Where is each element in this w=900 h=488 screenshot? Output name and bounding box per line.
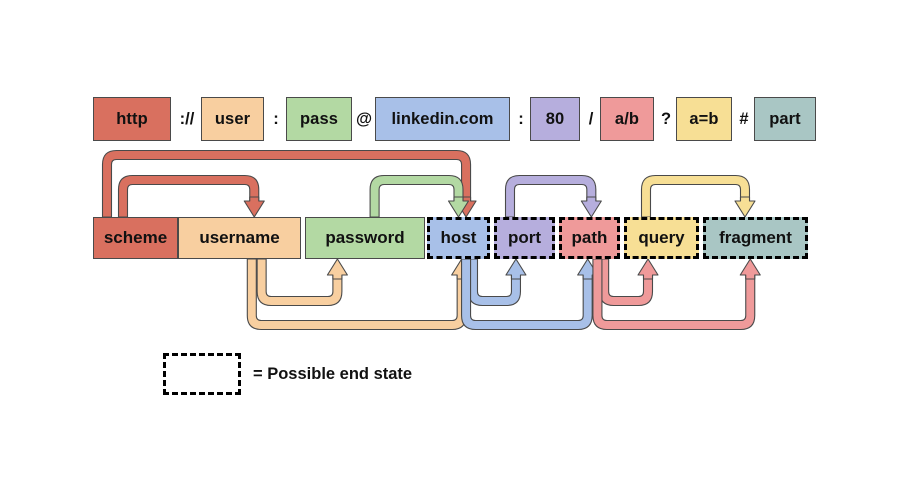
state-fragment: fragment	[703, 217, 808, 259]
username-value: user	[201, 97, 264, 141]
transition-host-to-port	[467, 258, 527, 307]
transition-host-to-path	[461, 258, 599, 331]
state-username: username	[178, 217, 301, 259]
state-path: path	[559, 217, 620, 259]
port-separator: :	[518, 109, 524, 128]
scheme-separator: ://	[179, 109, 195, 128]
fragment-value: part	[754, 97, 816, 141]
transition-username-to-password	[256, 258, 348, 307]
query-separator: ?	[660, 109, 672, 128]
transition-scheme-to-username	[117, 174, 265, 218]
host-value: linkedin.com	[375, 97, 510, 141]
transition-query-to-fragment	[640, 174, 756, 218]
query-value: a=b	[676, 97, 732, 141]
transition-scheme-to-host	[101, 149, 477, 218]
scheme-value: http	[93, 97, 171, 141]
transition-port-to-path	[504, 174, 602, 218]
fragment-separator: #	[739, 109, 749, 128]
userinfo-separator: :	[273, 109, 279, 128]
path-value: a/b	[600, 97, 654, 141]
transition-path-to-query	[599, 258, 659, 307]
state-query: query	[624, 217, 699, 259]
transition-password-to-host	[369, 174, 470, 218]
at-separator: @	[355, 109, 373, 128]
state-port: port	[494, 217, 555, 259]
state-host: host	[427, 217, 490, 259]
legend-label: = Possible end state	[253, 365, 413, 383]
state-scheme: scheme	[93, 217, 178, 259]
transition-path-to-fragment	[592, 258, 761, 331]
legend-dashed-swatch	[163, 353, 241, 395]
transition-username-to-host	[246, 258, 473, 331]
path-separator: /	[588, 109, 594, 128]
port-value: 80	[530, 97, 580, 141]
password-value: pass	[286, 97, 352, 141]
state-password: password	[305, 217, 425, 259]
